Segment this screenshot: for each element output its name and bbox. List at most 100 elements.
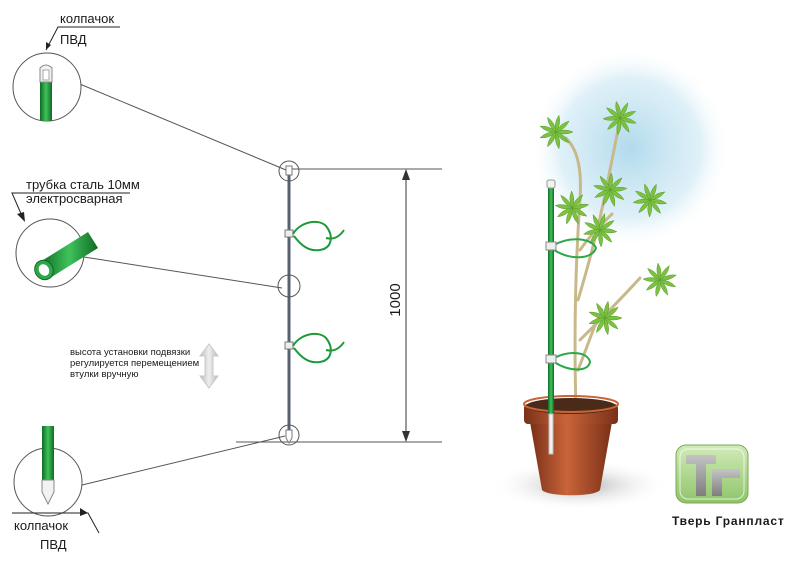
detail-marker-bottom [278,424,300,446]
tie-clip-upper [284,220,345,252]
leaf [619,117,637,124]
sky-backdrop [530,48,730,248]
label-cap-top-line1: колпачок [60,11,114,26]
leaf [649,183,657,201]
leaf [602,116,621,121]
leaf [609,189,625,200]
leaf [608,172,613,191]
detail-marker-top [278,160,300,182]
leaf-clusters [539,100,677,336]
detail-cap-top [12,52,82,142]
leaf [589,229,601,245]
leaf [649,199,661,214]
leaf [599,229,613,243]
leaf [602,189,611,207]
leaf [644,183,651,201]
label-tube-line2: электросварная [26,191,123,206]
leaf [616,117,622,136]
label-cap-bottom-line2: ПВД [40,537,67,552]
leaf [592,185,611,191]
leaf [604,315,623,321]
leaf [588,311,606,319]
brand-name: Тверь Гранпласт [672,514,785,528]
leaf [556,207,573,218]
leaf [638,199,651,214]
leaf [604,300,610,319]
leaf [649,199,668,205]
leaf [584,222,601,231]
detail-cap-bottom [13,426,83,517]
plant-ties [553,238,598,371]
leaf [604,306,619,319]
leaf [539,131,557,139]
label-tube-line1: трубка сталь 10мм [26,177,140,192]
leaf [632,198,651,204]
leaf [599,175,611,191]
leaf [588,317,606,325]
leaf [619,117,630,133]
label-leader-tube [11,192,130,217]
leaf [555,114,560,133]
leaf [647,267,661,281]
dimension-arrow-bottom [402,431,410,442]
leaf [555,131,560,150]
label-arrow-cap-top [46,42,51,50]
top-cap-mark [285,165,293,176]
note-line2: регулируется перемещением [70,358,199,369]
stake-bottom-cap [548,413,554,455]
leaf [555,129,574,135]
bottom-cap-mark [285,429,293,444]
dimension-label: 1000 [387,283,404,316]
leaf [607,117,621,130]
leaf [599,220,615,231]
leaf [659,274,677,281]
green-stake [548,186,554,414]
adjust-arrow-icon [199,343,219,389]
leaf [555,131,570,144]
leaf [569,190,575,209]
leaf [659,279,668,296]
leaf [615,100,621,119]
leader-line-top [74,81,287,171]
leaf [596,302,606,319]
note-line3: втулки вручную [70,369,139,380]
tie-clip-lower [284,332,345,364]
dimension-arrow-top [402,169,410,180]
leaf [609,186,628,192]
leaf [596,317,606,334]
leaf [642,277,661,282]
leaf [592,213,601,231]
label-arrow-cap-bottom [80,508,88,516]
leaf [659,265,670,281]
leaf [635,190,651,201]
leaf [647,199,653,218]
leaf [571,207,588,217]
leader-line-bottom [77,435,286,487]
leaf [645,279,661,291]
leaf [554,204,573,210]
label-leader-cap-top [45,26,120,51]
leaf [560,194,573,209]
leaf [582,229,601,235]
leaf [566,207,573,225]
leaf [609,177,623,191]
tie-bushing-upper [545,241,557,251]
leaf [619,102,629,119]
leaf [547,116,557,133]
leaf [659,279,677,287]
leaf [547,131,557,148]
leaf [649,191,666,201]
leaf [555,120,570,133]
label-arrow-tube [17,212,25,222]
tie-bushing-lower [545,354,557,364]
leaf [603,317,609,336]
stake-top-cap [546,179,556,189]
note-line1: высота установки подвязки [70,347,190,358]
leader-line-middle [83,256,283,289]
brand-logo [675,444,749,504]
leaf [604,317,619,330]
leaf [539,125,557,133]
leaf [571,207,579,225]
leaf [609,189,616,207]
